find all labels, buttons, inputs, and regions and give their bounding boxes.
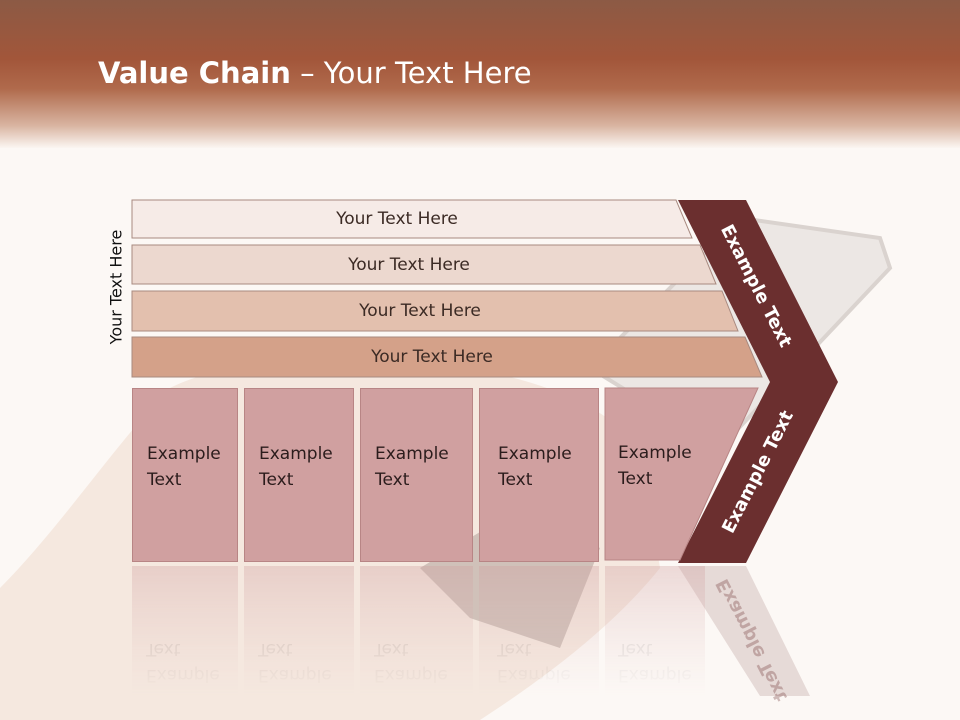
column-3-line2: Text <box>375 470 410 490</box>
column-5-shape <box>604 387 759 561</box>
column-4-line1: Example <box>498 444 572 464</box>
chevron-arrow <box>678 200 838 563</box>
header-banner <box>0 0 960 148</box>
title-rest: – Your Text Here <box>290 56 532 90</box>
column-3-line1: Example <box>375 444 449 464</box>
column-1-line2: Text <box>147 470 182 490</box>
row-shape-2 <box>131 244 717 285</box>
chevron-reflection <box>678 566 810 696</box>
row-shape-3 <box>131 290 739 332</box>
row-3: Your Text Here <box>359 301 481 321</box>
column-2-line1: Example <box>259 444 333 464</box>
column-5-line2: Text <box>618 469 653 489</box>
row-4: Your Text Here <box>371 347 493 367</box>
slide-title: Value Chain – Your Text Here <box>98 56 532 90</box>
row-shape-4 <box>131 336 763 378</box>
title-bold: Value Chain <box>98 56 291 90</box>
column-2-line2: Text <box>259 470 294 490</box>
column-1-line1: Example <box>147 444 221 464</box>
row-shape-1 <box>131 199 693 239</box>
column-5-line1: Example <box>618 443 692 463</box>
column-4-line2: Text <box>498 470 533 490</box>
row-2: Your Text Here <box>348 255 470 275</box>
row-1: Your Text Here <box>336 209 458 229</box>
